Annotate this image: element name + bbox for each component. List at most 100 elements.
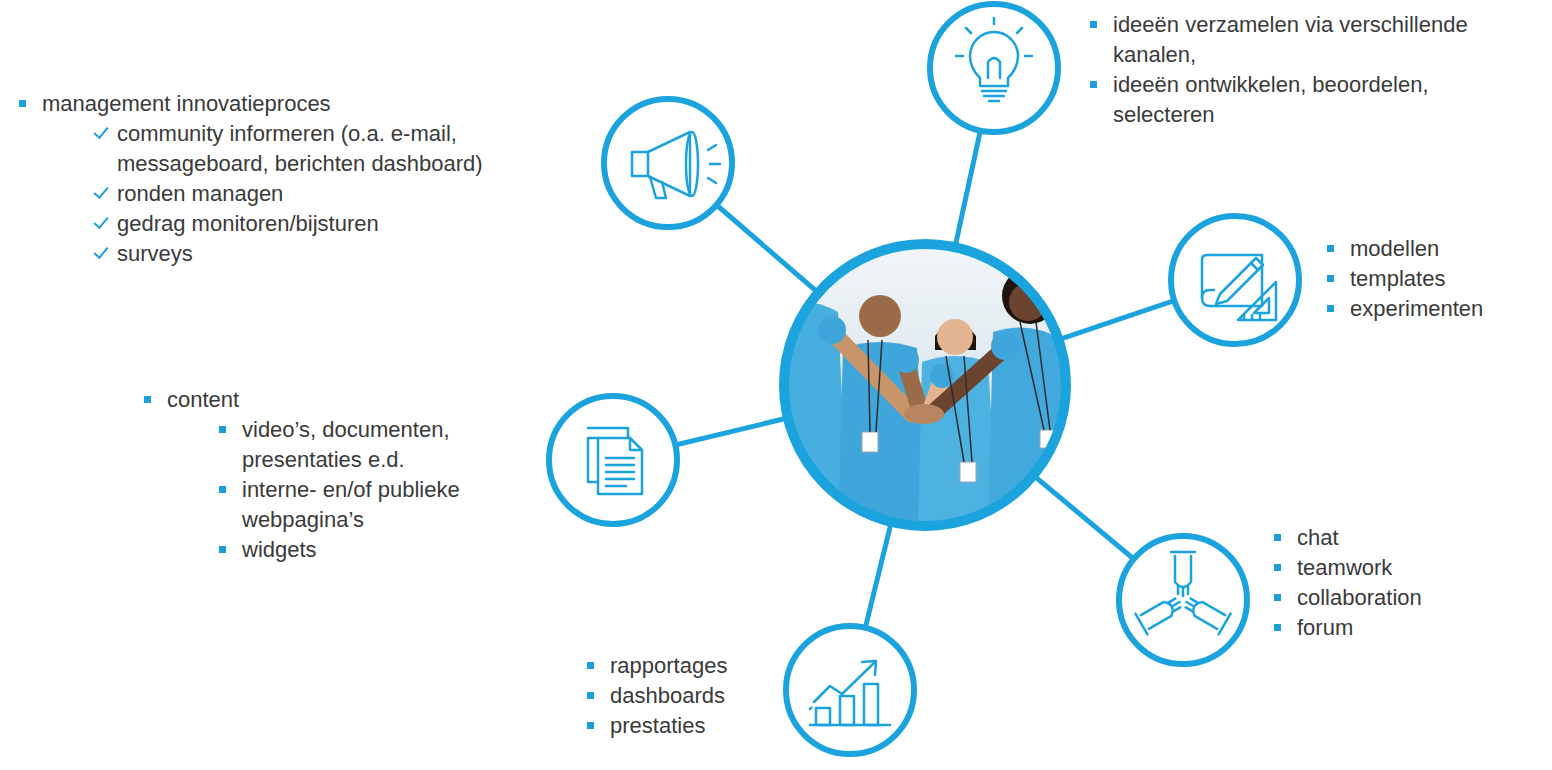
circle-outline <box>545 392 681 528</box>
bullet-text: chat <box>1297 523 1517 553</box>
lightbulb-icon-part <box>982 91 1006 101</box>
circle-outline <box>1115 532 1251 668</box>
joined-hands-icon-part-part <box>1175 556 1191 587</box>
bar-chart-icon-part <box>814 663 874 702</box>
bar-chart-icon-part <box>862 661 876 675</box>
icon-circle-node: chatteamworkcollaborationforum <box>1115 532 1251 668</box>
bar-chart-icon-part <box>816 708 830 725</box>
joined-hands-icon-part-part <box>1171 551 1195 554</box>
icon-circle-node: management innovatieprocescommunity info… <box>600 95 736 231</box>
drawing-tools-icon <box>1202 255 1276 320</box>
lightbulb-icon <box>956 18 1032 101</box>
team-photo-part <box>862 430 1054 482</box>
joined-hands-icon <box>1135 552 1230 634</box>
team-photo-part-part <box>862 432 878 452</box>
team-photo-part <box>937 319 973 355</box>
bullet-text: gedrag monitoren/bijsturen <box>117 209 537 239</box>
circle-ground-part <box>1171 216 1299 344</box>
circle-ring <box>549 396 677 524</box>
team-photo-part-part <box>1020 322 1050 430</box>
bullet-text: templates <box>1350 264 1540 294</box>
photo-ring <box>784 244 1066 526</box>
bullet-text: experimenten <box>1350 294 1540 324</box>
team-photo-part <box>904 404 944 424</box>
circle-ring <box>1171 216 1299 344</box>
joined-hands-icon-part-part <box>1168 598 1182 612</box>
bullet-text: rapportages <box>610 651 770 681</box>
circle-ground-part <box>930 4 1058 132</box>
joined-hands-icon-part-part <box>1178 586 1188 596</box>
circle-ring <box>930 4 1058 132</box>
bullet-text: collaboration <box>1297 583 1517 613</box>
drawing-tools-icon-part <box>1238 282 1276 320</box>
bar-chart-icon-part <box>840 696 854 725</box>
team-photo-part-part <box>991 332 1019 360</box>
team-photo-part <box>832 332 1005 414</box>
bullet-text: forum <box>1297 613 1517 643</box>
document-icon-part <box>606 458 634 486</box>
document-icon-part <box>630 438 642 450</box>
circle-ground-part <box>780 240 1070 530</box>
bullet-text: prestaties <box>610 711 770 741</box>
team-photo-part <box>818 316 1019 388</box>
circle-ground-part <box>786 626 914 754</box>
team-photo-part <box>868 322 1050 462</box>
circle-outline <box>782 622 918 758</box>
team-photo-part-part <box>893 347 919 373</box>
bullet-text: ronden managen <box>117 179 537 209</box>
icon-circle-node: modellentemplatesexperimenten <box>1167 212 1303 348</box>
icon-circle-node: contentvideo’s, documenten, presentaties… <box>545 392 681 528</box>
joined-hands-icon-part <box>1180 592 1230 635</box>
drawing-tools-icon-part <box>1202 290 1214 298</box>
circle-outline <box>1167 212 1303 348</box>
bullet-text: management innovatieproces <box>42 89 522 119</box>
document-icon-part <box>598 438 642 494</box>
lightbulb-icon-part <box>970 32 1018 86</box>
megaphone-icon-part <box>647 152 650 176</box>
joined-hands-icon-part-part <box>1219 614 1231 635</box>
icon-circle-node: rapportagesdashboardsprestaties <box>782 622 918 758</box>
bullet-text: teamwork <box>1297 553 1517 583</box>
team-photo-part-part <box>818 316 846 344</box>
drawing-tools-icon-part <box>1254 298 1269 313</box>
megaphone-icon-part <box>650 177 666 198</box>
bullet-text: video’s, documenten, presentaties e.d. <box>242 415 500 475</box>
team-photo-part <box>859 295 901 337</box>
bar-chart-icon-part <box>810 707 812 709</box>
bullet-text: content <box>167 385 367 415</box>
megaphone-icon-part <box>632 132 690 196</box>
team-photo <box>760 240 1095 535</box>
bullet-text: community informeren (o.a. e-mail, messa… <box>117 119 537 179</box>
circle-ring <box>1119 536 1247 664</box>
team-photo-part <box>780 240 1070 530</box>
document-icon-part <box>588 428 628 438</box>
circle-ground-part <box>1119 536 1247 664</box>
document-icon-part <box>588 438 598 482</box>
bullet-text: interne- en/of publieke webpagina’s <box>242 475 500 535</box>
drawing-tools-icon-part <box>1202 255 1262 306</box>
bullet-text: ideeën ontwikkelen, beoordelen, selecter… <box>1113 70 1528 130</box>
megaphone-icon <box>632 132 720 198</box>
circle-ground-part <box>549 396 677 524</box>
circle-ring <box>604 99 732 227</box>
lightbulb-icon-part <box>956 18 1032 56</box>
bullet-text: dashboards <box>610 681 770 711</box>
bullet-text: surveys <box>117 239 537 269</box>
joined-hands-icon-part-part <box>1141 600 1176 629</box>
document-icon <box>588 428 642 494</box>
joined-hands-icon-part <box>1171 552 1195 596</box>
joined-hands-icon-part-part <box>1184 598 1198 612</box>
bar-chart-icon-part <box>864 684 878 725</box>
joined-hands-icon-part <box>1135 592 1185 635</box>
drawing-tools-icon-part <box>1251 263 1258 270</box>
bullet-text: ideeën verzamelen via verschillende kana… <box>1113 10 1528 70</box>
megaphone-icon-part <box>686 132 698 196</box>
joined-hands-icon-part-part <box>1190 600 1225 629</box>
circle-ring <box>786 626 914 754</box>
circle-outline <box>600 95 736 231</box>
icon-circle-node: ideeën verzamelen via verschillende kana… <box>926 0 1062 136</box>
lightbulb-icon-part <box>988 58 1000 78</box>
team-photo-part-part <box>960 462 976 482</box>
bullet-text: widgets <box>242 535 500 565</box>
